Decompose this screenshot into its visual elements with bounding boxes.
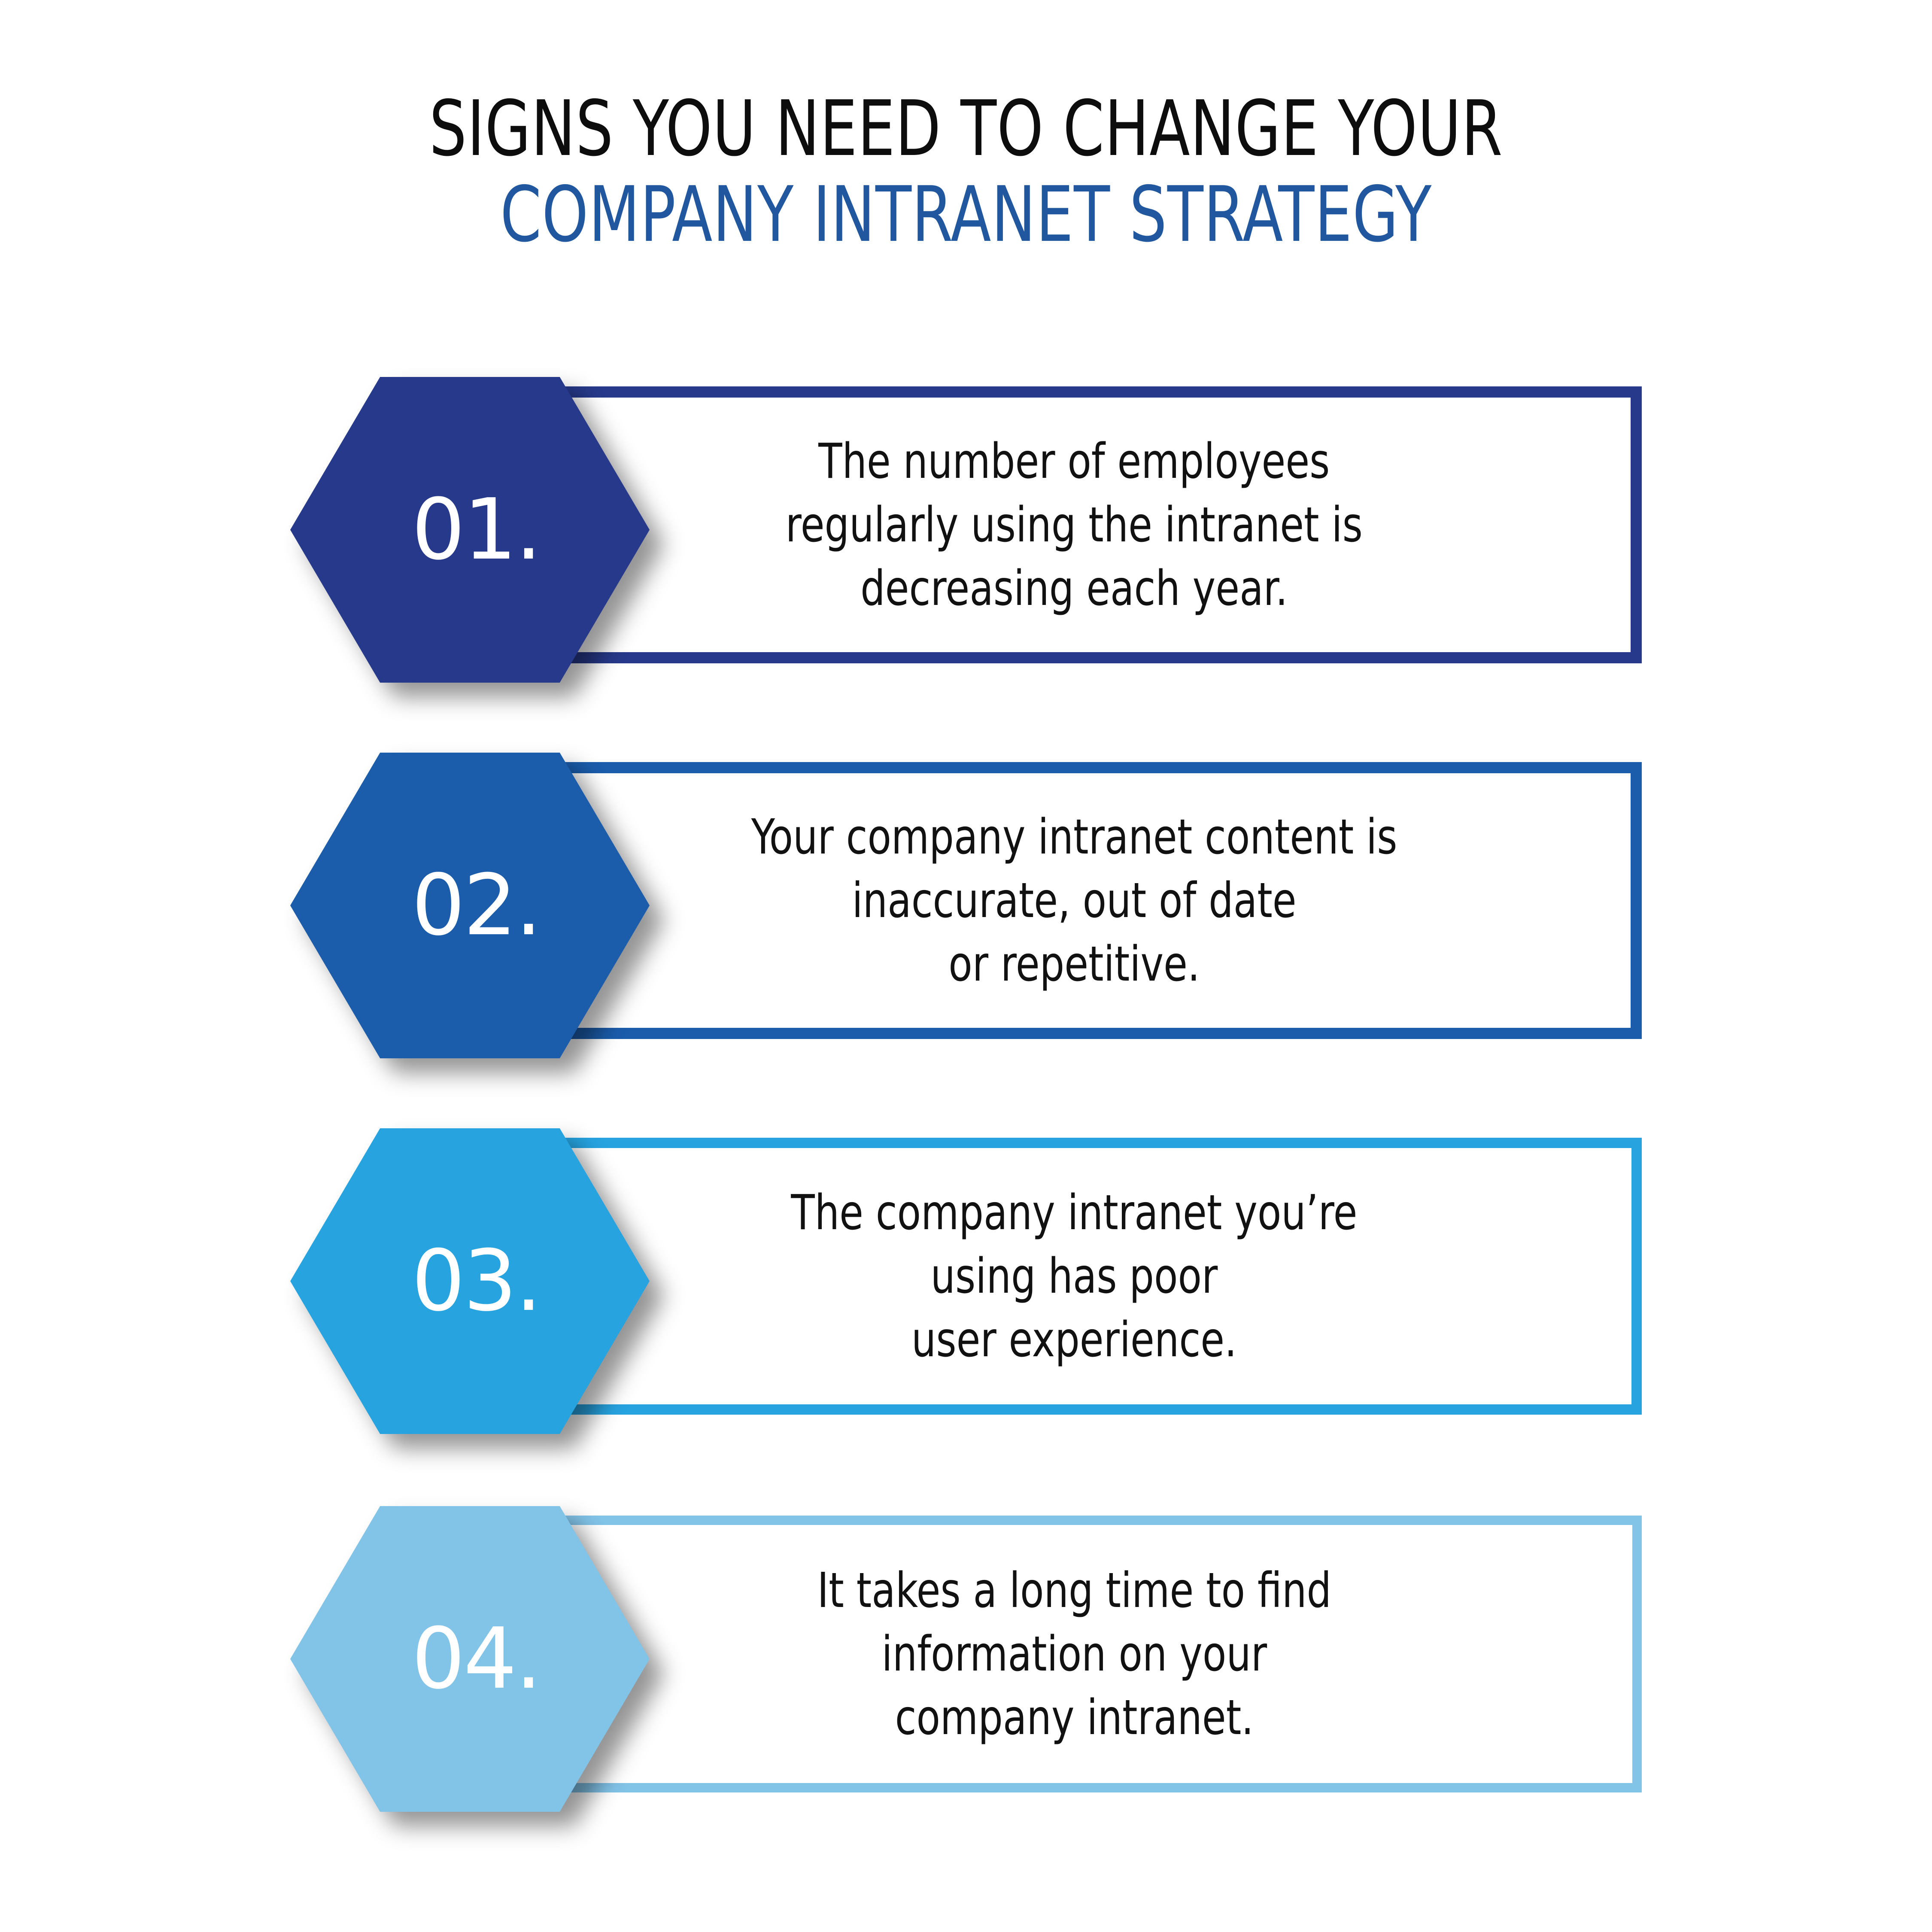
- item-number: 04.: [411, 1610, 542, 1708]
- title-line-primary: SIGNS YOU NEED TO CHANGE YOUR: [429, 84, 1503, 173]
- item-text: The company intranet you’re using has po…: [791, 1185, 1358, 1368]
- item-text-box: Your company intranet content is inaccur…: [507, 762, 1642, 1039]
- list-item: It takes a long time to find information…: [0, 1506, 1932, 1832]
- item-text-box: It takes a long time to find information…: [507, 1516, 1642, 1792]
- item-number: 03.: [411, 1232, 542, 1330]
- item-number: 01.: [411, 481, 542, 579]
- list-item: The company intranet you’re using has po…: [0, 1128, 1932, 1455]
- item-text: Your company intranet content is inaccur…: [751, 809, 1397, 992]
- item-text-box: The company intranet you’re using has po…: [507, 1138, 1642, 1415]
- list-item: The number of employees regularly using …: [0, 377, 1932, 703]
- hexagon-shape: 02.: [290, 753, 650, 1058]
- item-number-badge: 04.: [290, 1506, 650, 1812]
- page-title: SIGNS YOU NEED TO CHANGE YOUR COMPANY IN…: [0, 86, 1932, 258]
- item-number-badge: 01.: [290, 377, 650, 683]
- hexagon-shape: 01.: [290, 377, 650, 683]
- item-number-badge: 02.: [290, 753, 650, 1058]
- item-text: It takes a long time to find information…: [817, 1562, 1331, 1746]
- item-text: The number of employees regularly using …: [785, 433, 1363, 617]
- item-number: 02.: [411, 857, 542, 954]
- list-item: Your company intranet content is inaccur…: [0, 753, 1932, 1079]
- hexagon-shape: 04.: [290, 1506, 650, 1812]
- title-line-secondary: COMPANY INTRANET STRATEGY: [500, 170, 1432, 259]
- item-number-badge: 03.: [290, 1128, 650, 1434]
- item-text-box: The number of employees regularly using …: [507, 386, 1642, 663]
- hexagon-shape: 03.: [290, 1128, 650, 1434]
